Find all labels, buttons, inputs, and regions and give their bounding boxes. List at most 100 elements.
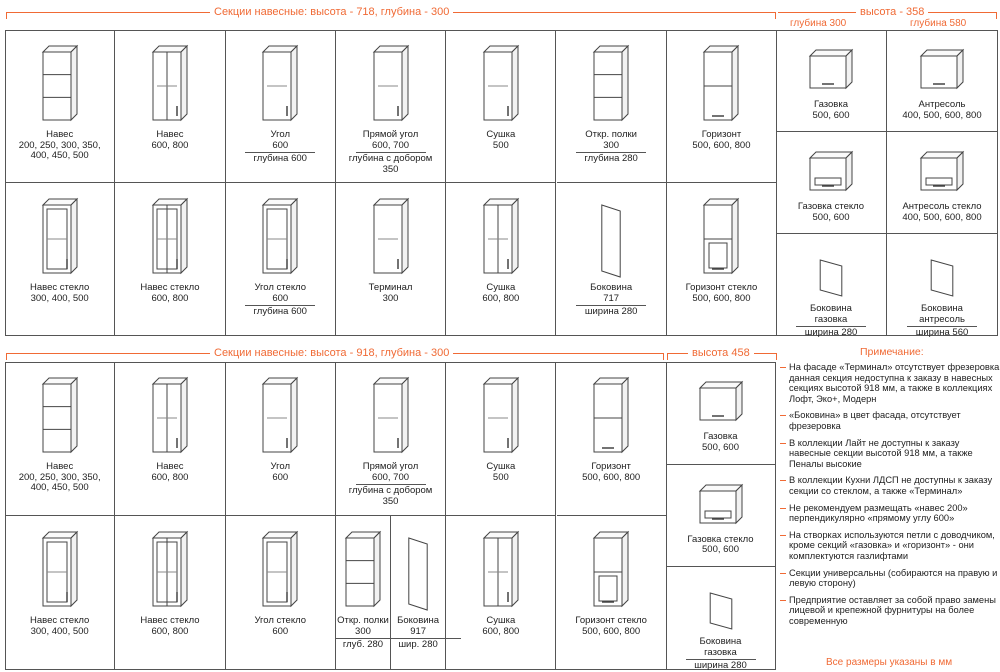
top-section-title: Секции навесные: высота - 718, глубина -…	[210, 6, 454, 18]
caption-line: антресоль	[919, 313, 965, 325]
caption-line: Газовка стекло	[687, 533, 754, 545]
cabinet-open-shelves-icon	[41, 44, 78, 122]
caption-line: 600, 700	[372, 139, 410, 151]
caption-line: Горизонт	[701, 129, 742, 140]
glass-double-cabinet-icon	[151, 197, 189, 275]
caption-line: 500, 600, 800	[692, 139, 751, 151]
caption-line: Терминал	[368, 282, 413, 293]
caption-line: 600, 800	[151, 471, 189, 483]
caption-line: 300, 400, 500	[30, 625, 89, 637]
caption-line: Угол стекло	[254, 615, 307, 626]
caption-line: 600	[272, 292, 289, 304]
caption-line: 717	[603, 292, 620, 304]
caption-line: 300	[382, 292, 399, 304]
caption-line: 400, 450, 500	[30, 150, 89, 161]
caption-line: 500, 600	[702, 441, 739, 453]
caption-line: Горизонт стекло	[685, 282, 758, 293]
note-item: В коллекции Лайт не доступны к заказу на…	[780, 438, 1000, 470]
top-side-depth-580: глубина 580	[910, 18, 967, 29]
side-panel-icon	[930, 259, 954, 297]
caption-line: Сушка	[486, 461, 516, 472]
tall-glass-corner-cabinet-icon	[262, 530, 299, 608]
tall-corner-cabinet-icon	[262, 376, 299, 454]
note-item: На фасаде «Терминал» отсутствует фрезеро…	[780, 362, 1000, 404]
caption-line: Навес стекло	[140, 282, 200, 293]
caption-line: 400, 500, 600, 800	[902, 109, 982, 121]
caption-line: Навес	[156, 461, 184, 472]
caption-line: 350	[382, 495, 399, 507]
cabinet-double-open-icon	[151, 44, 189, 122]
caption-line: 300, 400, 500	[30, 292, 89, 304]
tall-drying-wide-cabinet-icon	[482, 530, 520, 608]
gas-cabinet-icon	[698, 380, 743, 422]
caption-line: Навес стекло	[30, 615, 90, 626]
caption-line: Сушка	[486, 615, 516, 626]
tall-drying-cabinet-icon	[482, 376, 520, 454]
caption-line: 600, 800	[151, 139, 189, 151]
caption-line: 500, 600, 800	[582, 625, 641, 637]
top-side-depth-300: глубина 300	[790, 18, 847, 29]
caption-line: 500	[492, 471, 509, 483]
caption-line: ширина 280	[584, 306, 638, 317]
horizon-cabinet-icon	[703, 44, 740, 122]
caption-line: 600	[272, 625, 289, 637]
caption-line: Газовка стекло	[797, 201, 865, 212]
side-panel-icon	[601, 204, 621, 278]
caption-line: Откр. полки	[585, 129, 637, 140]
bottom-side-title: высота 458	[688, 347, 754, 359]
caption-line: Откр. полки	[337, 615, 389, 626]
mezzanine-cabinet-icon	[919, 48, 965, 90]
caption-line: 400, 450, 500	[30, 482, 89, 493]
caption-line: Угол стекло	[254, 282, 307, 293]
tall-open-shelves-icon	[344, 530, 382, 608]
caption-line: 600	[272, 471, 289, 483]
caption-line: 600, 800	[151, 292, 189, 304]
horizon-glass-cabinet-icon	[703, 197, 740, 275]
caption-line: 600, 800	[482, 292, 520, 304]
caption-line: Сушка	[486, 129, 516, 140]
caption-line: 500, 600	[812, 211, 850, 223]
terminal-cabinet-icon	[372, 197, 409, 275]
tall-glass-cabinet-icon	[41, 530, 78, 608]
gas-glass-cabinet-icon	[698, 483, 743, 524]
note-item: Не рекомендуем размещать «навес 200» пер…	[780, 503, 1000, 524]
note-item: В коллекции Кухни ЛДСП не доступны к зак…	[780, 475, 1000, 496]
open-shelves-icon	[592, 44, 630, 122]
straight-corner-cabinet-icon	[372, 44, 409, 122]
notes-title: Примечание:	[860, 346, 924, 358]
